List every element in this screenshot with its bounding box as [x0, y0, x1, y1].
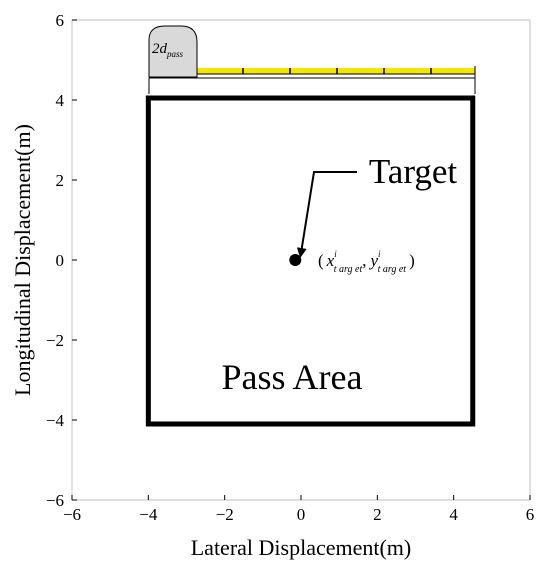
x-tick-label: 4: [449, 505, 458, 524]
pass-width-label-sub: pass: [166, 49, 184, 59]
x-tick-label: 2: [373, 505, 382, 524]
x-tick-label: −4: [139, 505, 158, 524]
target-marker: [289, 254, 302, 266]
y-tick-label: −4: [46, 411, 65, 430]
pass-area-label: Pass Area: [222, 357, 363, 397]
y-ticks: −6 −4 −2 0 2 4 6: [46, 11, 77, 510]
y-tick-label: 2: [56, 171, 65, 190]
paren-open: (: [318, 251, 324, 270]
y-superscript: i: [378, 249, 381, 259]
target-arrow: [296, 171, 357, 258]
y-tick-label: 4: [56, 91, 65, 110]
pass-width-label: 2dpass: [152, 41, 184, 59]
y-tick-label: −6: [46, 491, 64, 510]
x-subscript: t arg et: [334, 264, 363, 275]
pass-width-indicator: 2dpass: [148, 25, 476, 94]
y-tick-label: 0: [56, 251, 65, 270]
comma: ,: [362, 251, 366, 270]
y-axis-label: Longitudinal Displacement(m): [10, 124, 35, 396]
target-label: Target: [369, 152, 458, 191]
y-symbol: y: [369, 251, 379, 270]
y-tick-label: 6: [56, 11, 65, 30]
pass-width-label-main: 2d: [152, 41, 168, 57]
x-symbol: x: [326, 251, 335, 270]
x-ticks: −6 −4 −2 0 2 4 6: [63, 495, 534, 524]
x-superscript: i: [334, 249, 337, 259]
pass-area-boundary: [145, 95, 476, 427]
x-tick-label: −6: [63, 505, 81, 524]
y-tick-label: −2: [46, 331, 64, 350]
x-tick-label: 0: [297, 505, 306, 524]
pass-width-bar: [196, 68, 475, 74]
x-axis-label: Lateral Displacement(m): [191, 535, 412, 560]
x-tick-label: 6: [526, 505, 535, 524]
paren-close: ): [409, 251, 415, 270]
pass-width-badge: [148, 25, 198, 78]
x-tick-label: −2: [216, 505, 234, 524]
y-subscript: t arg et: [378, 264, 407, 275]
